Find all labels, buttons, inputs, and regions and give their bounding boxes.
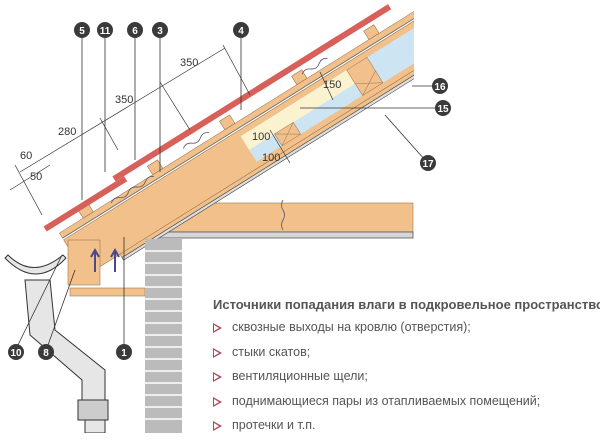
callout-1: 1	[116, 344, 132, 360]
callout-6: 6	[127, 22, 143, 38]
callout-3: 3	[152, 22, 168, 38]
legend-item: вентиляционные щели;	[213, 369, 600, 394]
dim-280: 280	[58, 126, 76, 138]
insulation	[240, 0, 414, 162]
dimension-lines	[9, 44, 334, 216]
svg-text:15: 15	[437, 104, 449, 115]
roof-diagram: 350 350 280 60 50 150 100 100 5 11 6 3 4…	[4, 0, 451, 433]
soffit	[69, 287, 146, 297]
callouts: 5 11 6 3 4 16 15 17 10 8 1	[8, 22, 451, 360]
roof-slope	[43, 0, 414, 276]
dim-100-lower: 100	[262, 152, 280, 164]
svg-text:4: 4	[238, 26, 244, 37]
callout-16: 16	[432, 78, 448, 94]
legend-title: Источники попадания влаги в подкровельно…	[213, 297, 600, 312]
airflow-arrows	[90, 247, 120, 272]
legend-item-text: протечки и т.п.	[232, 418, 316, 432]
triangle-bullet-icon	[213, 396, 222, 407]
svg-text:3: 3	[157, 26, 163, 37]
callout-8: 8	[38, 344, 54, 360]
svg-text:6: 6	[132, 26, 138, 37]
callout-10: 10	[8, 344, 24, 360]
legend-item-text: вентиляционные щели;	[232, 369, 368, 383]
callout-15: 15	[435, 100, 451, 116]
legend-item-text: поднимающиеся пары из отапливаемых помещ…	[232, 393, 541, 408]
dim-350-upper: 350	[180, 57, 198, 69]
svg-text:10: 10	[10, 348, 22, 359]
insulation-upper	[240, 70, 356, 150]
svg-text:8: 8	[43, 348, 49, 359]
legend-item: стыки скатов;	[213, 345, 600, 370]
dim-50: 50	[30, 171, 42, 183]
dim-350-lower: 350	[115, 94, 133, 106]
svg-text:17: 17	[422, 159, 434, 170]
legend-item: сквозные выходы на кровлю (отверстия);	[213, 320, 600, 345]
dim-60: 60	[20, 150, 32, 162]
callout-11: 11	[97, 22, 113, 38]
triangle-bullet-icon	[213, 372, 222, 382]
roof-tiles	[43, 4, 392, 232]
triangle-bullet-icon	[213, 347, 222, 358]
triangle-bullet-icon	[213, 421, 222, 431]
leader-lines	[17, 38, 435, 346]
triangle-bullet-icon	[213, 323, 222, 333]
callout-4: 4	[233, 22, 249, 38]
svg-text:16: 16	[434, 82, 446, 93]
svg-text:11: 11	[100, 26, 111, 37]
callout-17: 17	[420, 155, 436, 171]
moisture-sources-legend: Источники попадания влаги в подкровельно…	[213, 297, 600, 443]
svg-text:5: 5	[79, 26, 85, 37]
legend-item-text: стыки скатов;	[232, 344, 311, 359]
callout-5: 5	[74, 22, 90, 38]
legend-item-text: сквозные выходы на кровлю (отверстия);	[232, 320, 471, 334]
legend-item: поднимающиеся пары из отапливаемых помещ…	[213, 394, 600, 419]
dim-150: 150	[323, 79, 341, 91]
svg-text:1: 1	[121, 348, 127, 359]
dim-100-upper: 100	[252, 131, 270, 143]
ceiling-lining	[144, 231, 414, 239]
vapour-barrier	[121, 13, 414, 261]
brick-wall	[145, 239, 182, 433]
legend-item: протечки и т.п.	[213, 418, 600, 443]
